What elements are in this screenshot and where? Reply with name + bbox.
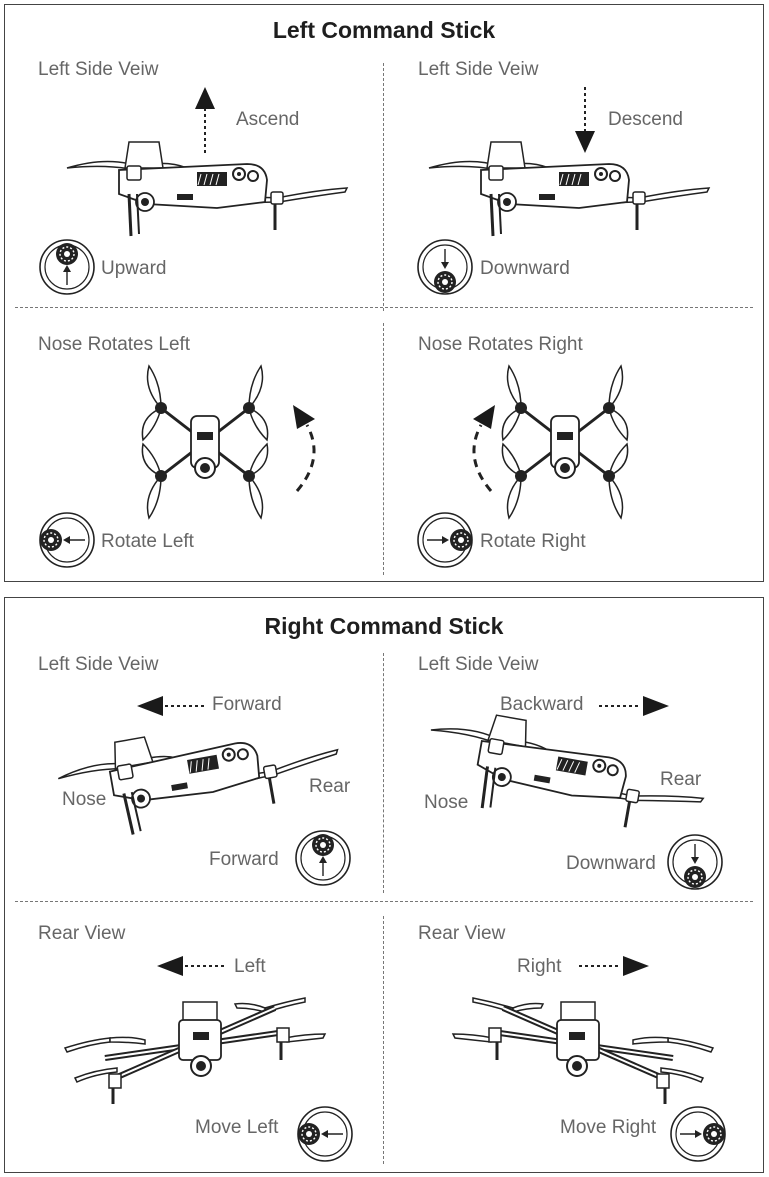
drone-top-icon (140, 364, 270, 520)
drone-rear-icon (80, 988, 320, 1098)
drone-rear-icon (455, 988, 695, 1098)
drone-side-icon (65, 140, 349, 238)
view-label: Rear View (38, 923, 126, 944)
view-label: Left Side Veiw (38, 654, 159, 675)
view-label: Nose Rotates Left (38, 334, 191, 355)
motion-label: Backward (500, 694, 584, 715)
left-arrow-icon (157, 956, 227, 976)
stick-label: Move Left (195, 1117, 279, 1138)
motion-label: Descend (608, 109, 683, 130)
control-stick-icon (670, 1106, 726, 1162)
motion-label: Ascend (236, 109, 300, 130)
nose-label: Nose (424, 792, 469, 813)
control-stick-icon (297, 1106, 353, 1162)
left-command-stick-panel: Left Command Stick Left Side Veiw Ascend… (4, 4, 764, 582)
rear-label: Rear (660, 769, 702, 790)
control-stick-icon (417, 512, 473, 568)
drone-side-icon (52, 702, 348, 848)
control-stick-icon (39, 512, 95, 568)
left-arrow-icon (137, 696, 207, 716)
control-stick-icon (417, 239, 473, 295)
right-command-stick-panel: Right Command Stick Left Side Veiw Forwa… (4, 597, 764, 1173)
stick-label: Downward (566, 853, 656, 874)
up-arrow-icon (195, 87, 215, 153)
divider-horizontal (15, 307, 753, 308)
stick-label: Rotate Left (101, 531, 194, 552)
down-arrow-icon (575, 87, 595, 153)
right-arrow-icon (599, 696, 669, 716)
stick-label: Rotate Right (480, 531, 586, 552)
control-stick-icon (667, 834, 723, 890)
motion-label: Left (234, 956, 266, 977)
stick-label: Upward (101, 258, 167, 279)
view-label: Left Side Veiw (418, 654, 539, 675)
stick-label: Forward (209, 849, 279, 870)
stick-label: Downward (480, 258, 570, 279)
drone-top-icon (500, 364, 630, 520)
curved-arrow-icon (293, 405, 316, 492)
motion-label: Right (517, 956, 562, 977)
view-label: Nose Rotates Right (418, 334, 583, 355)
drone-side-icon (427, 140, 711, 238)
curved-arrow-icon (472, 405, 495, 492)
view-label: Left Side Veiw (418, 59, 539, 80)
nose-label: Nose (62, 789, 107, 810)
stick-label: Move Right (560, 1117, 657, 1138)
view-label: Left Side Veiw (38, 59, 159, 80)
divider-vertical (383, 916, 384, 1164)
panel-title: Left Command Stick (272, 17, 496, 43)
divider-vertical (383, 63, 384, 311)
divider-vertical (383, 653, 384, 893)
control-stick-icon (295, 830, 351, 886)
right-arrow-icon (579, 956, 649, 976)
control-stick-icon (39, 239, 95, 295)
motion-label: Forward (212, 694, 282, 715)
rear-label: Rear (309, 776, 351, 797)
panel-title: Right Command Stick (264, 613, 504, 639)
divider-horizontal (15, 901, 753, 902)
divider-vertical (383, 323, 384, 575)
view-label: Rear View (418, 923, 506, 944)
